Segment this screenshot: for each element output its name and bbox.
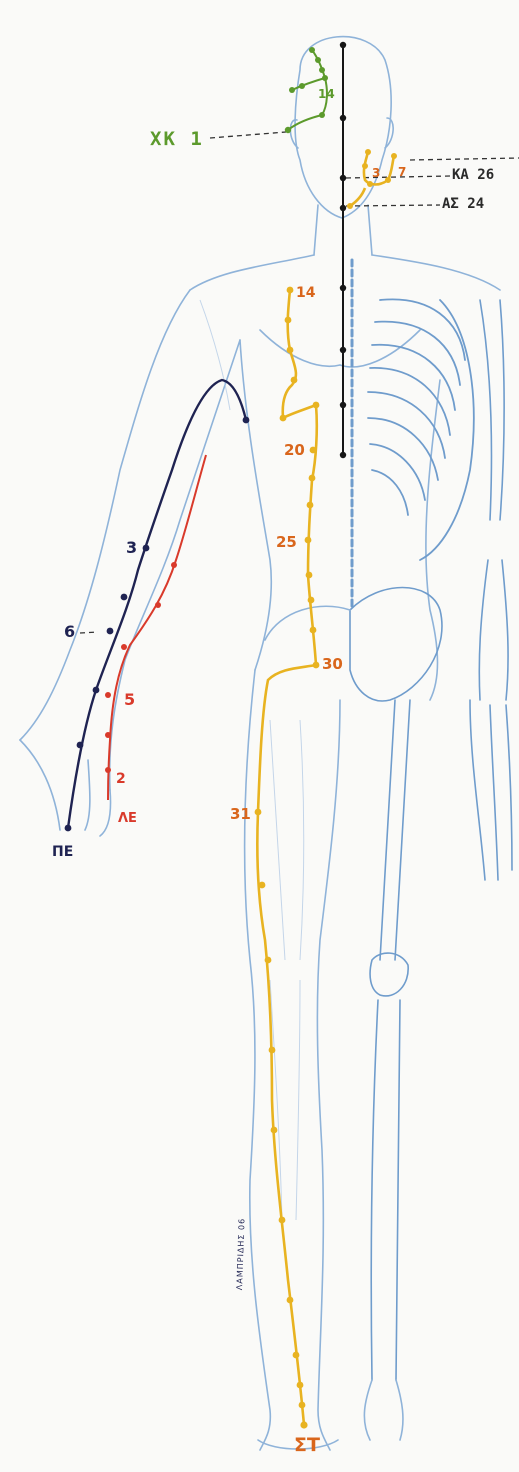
label-gb-point: 14	[318, 88, 335, 100]
label-gb: ΧΚ 1	[150, 130, 204, 149]
label-st-20: 20	[284, 443, 305, 458]
label-st-25: 25	[276, 535, 297, 550]
leader-si6	[80, 632, 98, 633]
label-si-3: 3	[126, 540, 137, 556]
label-st-31: 31	[230, 807, 251, 822]
label-st-end: ΣΤ	[294, 1436, 320, 1455]
label-ka: ΚΑ 26	[452, 168, 494, 182]
leader-as	[346, 205, 440, 206]
leader-ka-top	[410, 158, 519, 160]
label-as: ΑΣ 24	[442, 197, 484, 211]
leader-gb	[210, 132, 286, 138]
label-face-7: 7	[398, 166, 406, 178]
label-pe: ΠΕ	[52, 845, 73, 859]
label-st-14: 14	[296, 286, 315, 300]
label-face-3: 3	[372, 167, 380, 179]
stomach-meridian	[255, 149, 397, 1429]
label-li-5: 5	[124, 692, 135, 708]
label-si-6: 6	[64, 624, 75, 640]
label-le: ΛΕ	[118, 812, 137, 825]
midline-meridian	[340, 42, 346, 458]
label-li-2: 2	[116, 772, 126, 786]
label-st-30: 30	[322, 657, 343, 672]
